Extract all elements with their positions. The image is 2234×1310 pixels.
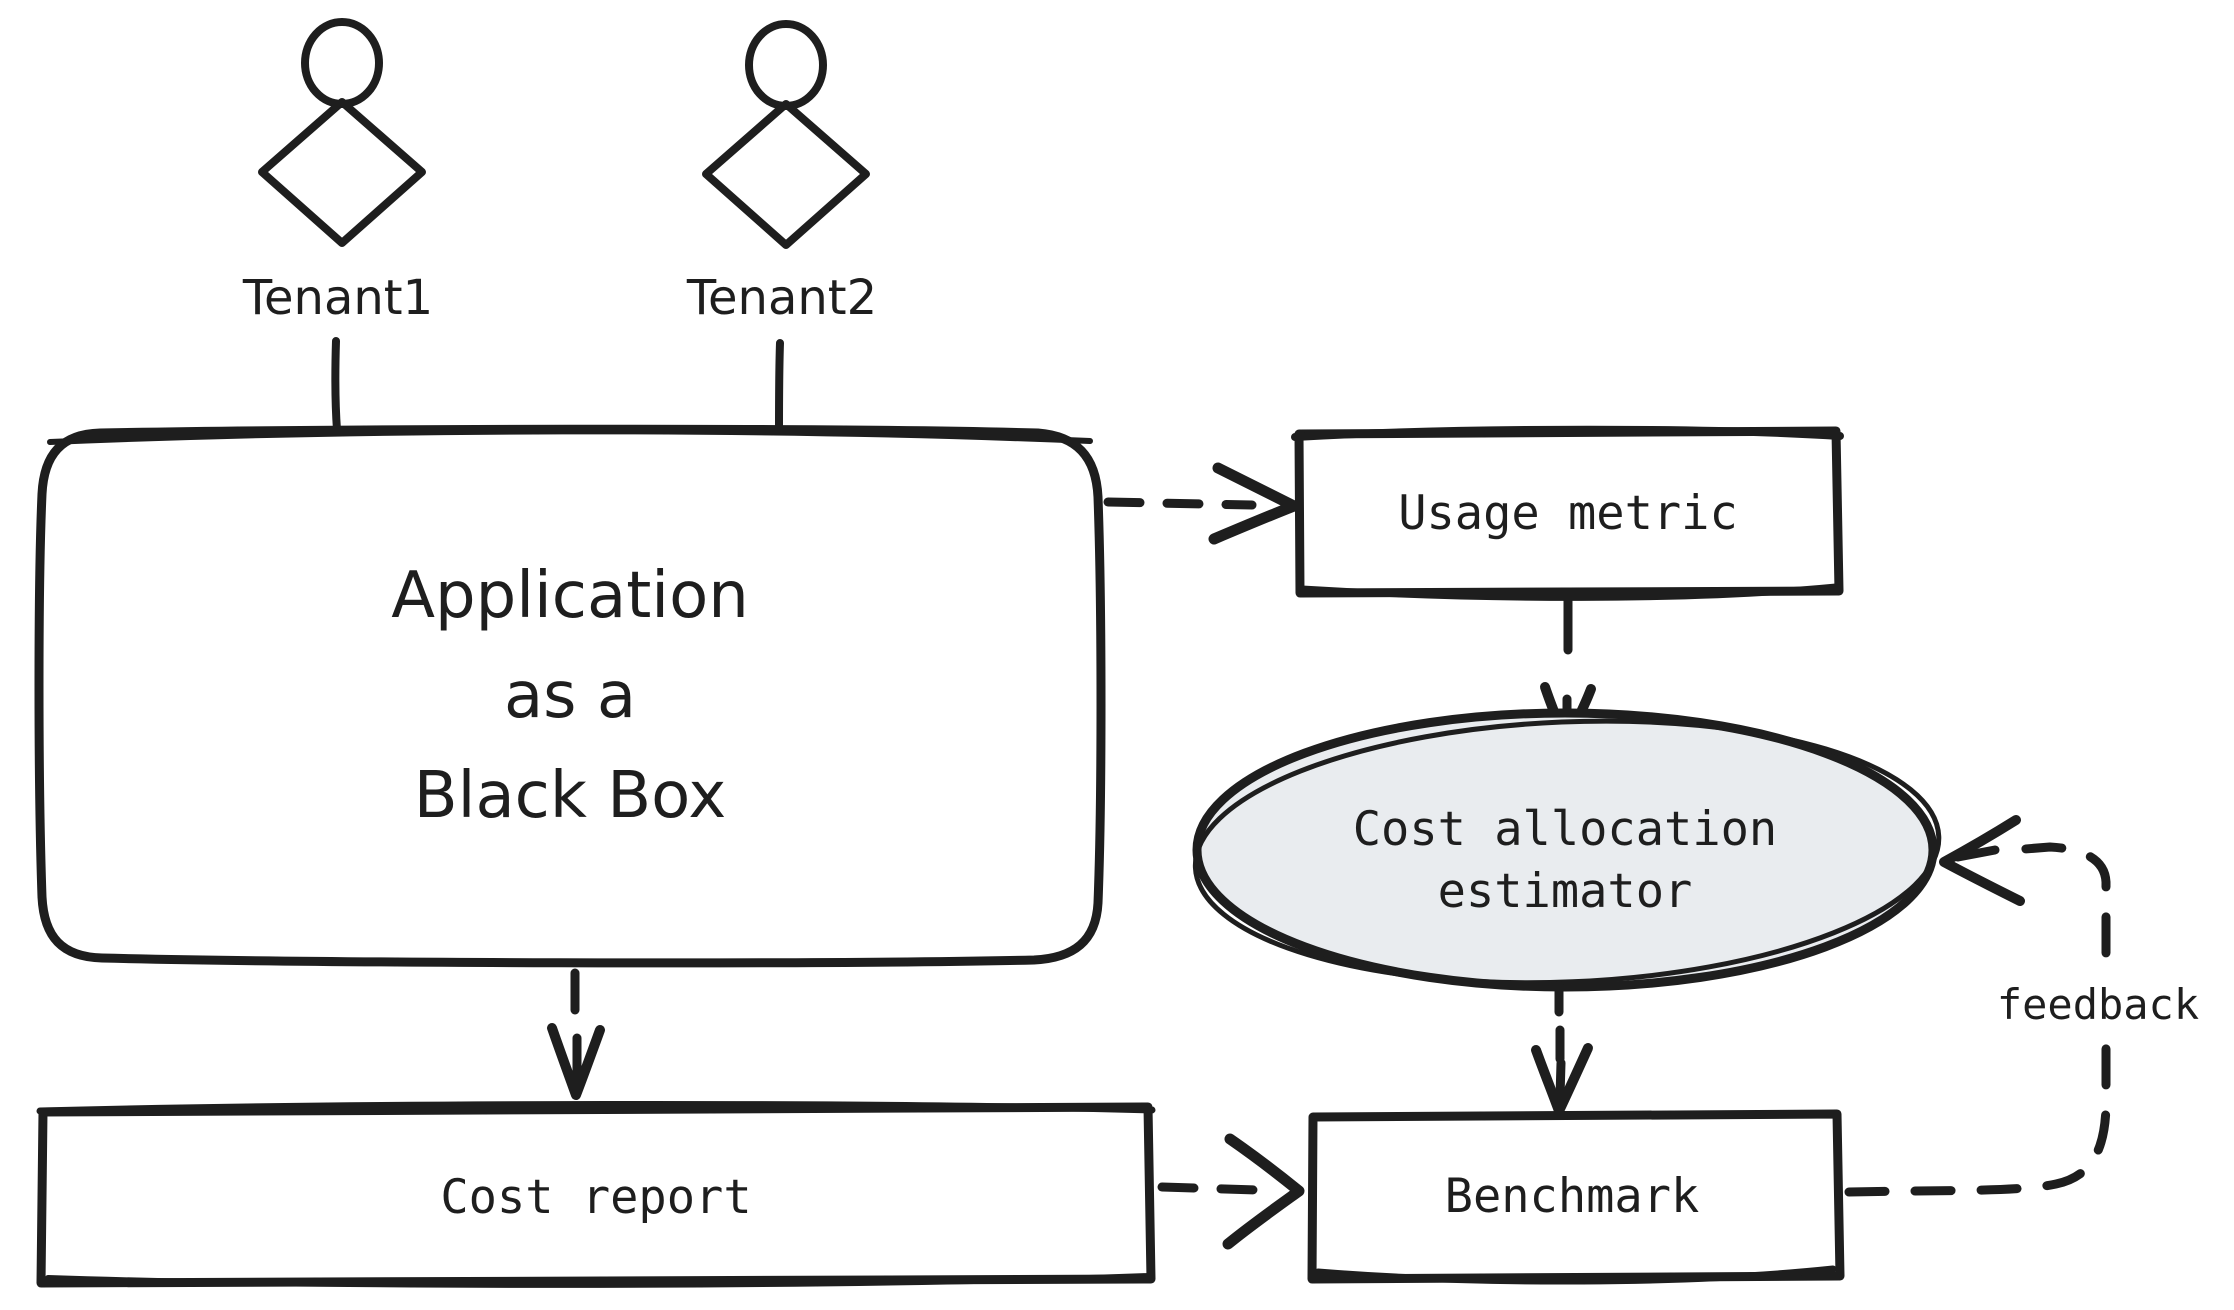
node-cost-report: Cost report [36,1100,1156,1288]
arrowhead-left-icon [1939,815,2025,906]
edge-benchmark-feedback-to-estimator: feedback [1844,815,2207,1197]
cost-report-sketch-bottom [45,1273,1151,1288]
cost-report-label: Cost report [440,1170,751,1225]
person-body-icon [258,98,426,247]
estimator-ellipse-fill [1195,711,1935,989]
application-label-line2: as a [504,659,636,733]
actor-tenant2: Tenant2 [686,20,877,434]
edge-application-to-cost-report [547,968,605,1100]
node-cost-allocation-estimator: Cost allocation estimator [1192,708,1942,992]
application-label-line1: Application [391,559,749,633]
actor-tenant1-connector [331,337,341,434]
dashed-curve [1844,842,2111,1197]
person-body-icon [702,100,870,249]
actor-tenant1-label: Tenant1 [242,270,433,326]
arrowhead-down-icon [547,1023,605,1100]
edge-estimator-to-benchmark [1531,980,1593,1116]
actor-tenant2-label: Tenant2 [686,270,877,326]
arrowhead-right-icon [1222,1133,1305,1250]
estimator-label-line2: estimator [1438,864,1693,919]
cost-report-shape [36,1102,1156,1288]
actor-tenant1: Tenant1 [242,18,433,434]
benchmark-sketch-bottom [1314,1265,1837,1285]
application-box-shape [34,424,1106,968]
application-box-sketch-stroke [47,428,1093,445]
arrowhead-inner-dash [1953,845,2000,862]
node-application-black-box: Application as a Black Box [34,424,1106,968]
benchmark-label: Benchmark [1445,1169,1700,1224]
dashed-line [1554,980,1565,1064]
edge-cost-report-to-benchmark [1157,1133,1305,1250]
node-usage-metric: Usage metric [1291,425,1844,601]
arrowhead-down-icon [1531,1043,1593,1116]
arrowhead-inner-dash [1555,1058,1566,1102]
cost-report-sketch-top [36,1100,1156,1115]
node-benchmark: Benchmark [1307,1109,1845,1285]
person-head-icon [745,20,827,110]
dashed-line [1157,1182,1261,1195]
usage-metric-label: Usage metric [1398,486,1738,541]
feedback-label: feedback [1997,980,2199,1029]
person-head-icon [301,18,383,108]
estimator-ellipse-sketch-stroke [1192,718,1942,986]
actor-tenant2-connector [775,339,784,434]
dashed-line [1103,497,1257,510]
usage-metric-sketch-top [1291,425,1844,441]
benchmark-shape [1307,1109,1845,1284]
usage-metric-sketch-bottom [1298,583,1840,601]
edge-application-to-usage-metric [1103,462,1300,545]
estimator-label-line1: Cost allocation [1353,802,1777,857]
application-label-line3: Black Box [414,759,726,833]
arrowhead-right-icon [1208,462,1300,545]
feedback-label-backdrop [1992,972,2207,1034]
